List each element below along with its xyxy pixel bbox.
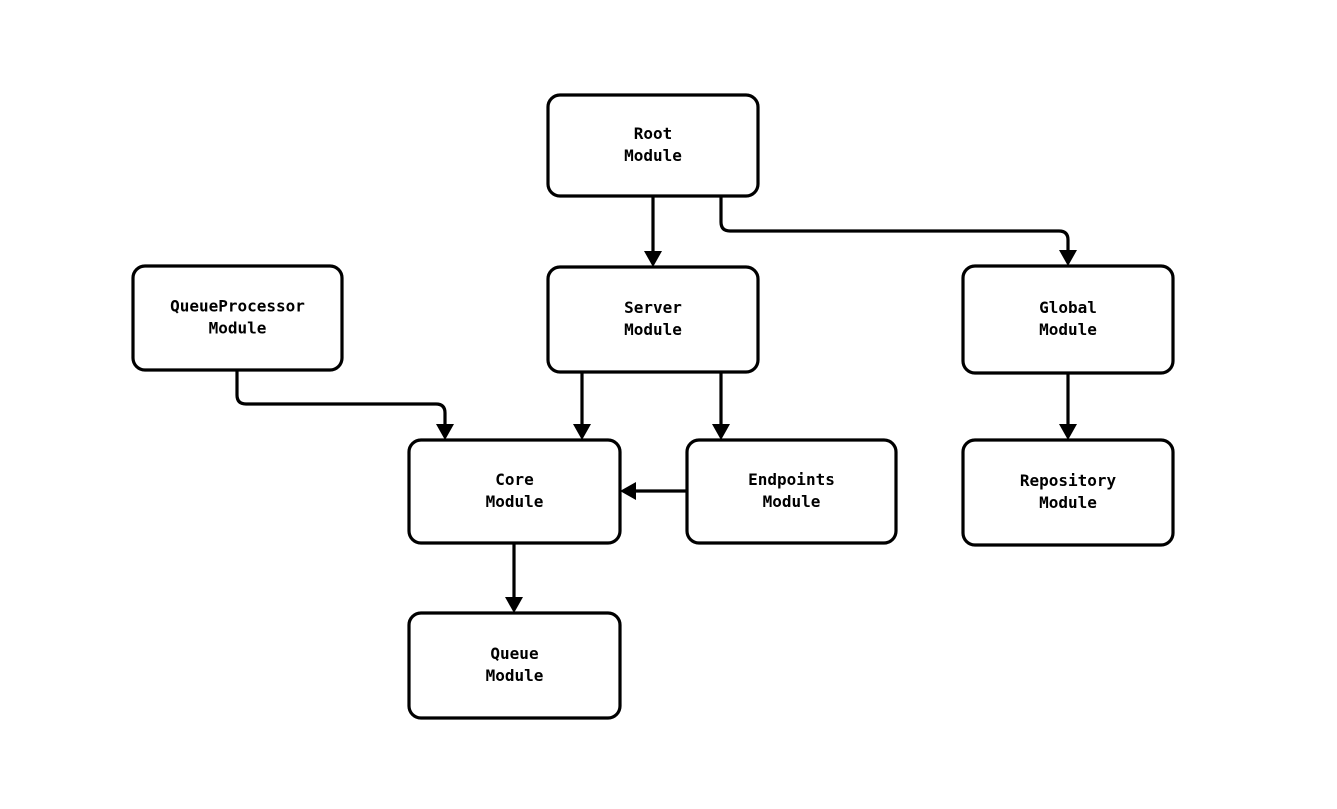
edge-global-to-repository-arrowhead-icon bbox=[1059, 424, 1077, 440]
edge-core-to-queue bbox=[505, 543, 523, 613]
queueprocessor-module-label-line2: Module bbox=[209, 319, 267, 338]
root-module-label-line1: Root bbox=[634, 124, 673, 143]
queue-module-label-line1: Queue bbox=[490, 644, 538, 663]
queueprocessor-module-label-line1: QueueProcessor bbox=[170, 297, 305, 316]
repository-module-box[interactable] bbox=[961, 438, 1175, 547]
core-module-box[interactable] bbox=[407, 438, 622, 545]
edge-root-to-server-arrowhead-icon bbox=[644, 251, 662, 267]
queue-module-label-line2: Module bbox=[486, 666, 544, 685]
endpoints-module-box[interactable] bbox=[685, 438, 898, 545]
server-module-box[interactable] bbox=[546, 265, 760, 374]
edge-global-to-repository bbox=[1059, 373, 1077, 440]
global-module-box[interactable] bbox=[961, 264, 1175, 375]
queueprocessor-module-box[interactable] bbox=[131, 264, 344, 372]
edge-root-to-global bbox=[719, 196, 1077, 266]
core-module-label-line1: Core bbox=[495, 470, 534, 489]
edge-server-to-endpoints bbox=[712, 372, 730, 440]
server-module-label-line2: Module bbox=[624, 320, 682, 339]
edge-root-to-global-arrowhead-icon bbox=[1059, 250, 1077, 266]
edge-queueprocessor-to-core-arrowhead-icon bbox=[436, 424, 454, 440]
endpoints-module-label-line1: Endpoints bbox=[748, 470, 835, 489]
root-module-box[interactable] bbox=[546, 93, 760, 198]
endpoints-module-label-line2: Module bbox=[763, 492, 821, 511]
root-module-label-line2: Module bbox=[624, 146, 682, 165]
edge-server-to-core-arrowhead-icon bbox=[573, 424, 591, 440]
global-module-label-line1: Global bbox=[1039, 298, 1097, 317]
edge-root-to-server bbox=[644, 196, 662, 267]
server-module-label-line1: Server bbox=[624, 298, 682, 317]
core-module-label-line2: Module bbox=[486, 492, 544, 511]
edge-layer bbox=[235, 196, 1077, 613]
edge-core-to-queue-arrowhead-icon bbox=[505, 597, 523, 613]
edge-root-to-global-line bbox=[719, 196, 1070, 250]
node-layer: RootModuleQueueProcessorModuleServerModu… bbox=[131, 93, 1175, 720]
edge-server-to-endpoints-arrowhead-icon bbox=[712, 424, 730, 440]
edge-endpoints-to-core-arrowhead-icon bbox=[620, 482, 636, 500]
queue-module-box[interactable] bbox=[407, 611, 622, 720]
edge-server-to-core bbox=[573, 372, 591, 440]
repository-module-label-line2: Module bbox=[1039, 493, 1097, 512]
edge-queueprocessor-to-core-line bbox=[235, 370, 447, 424]
global-module-label-line2: Module bbox=[1039, 320, 1097, 339]
edge-queueprocessor-to-core bbox=[235, 370, 454, 440]
repository-module-label-line1: Repository bbox=[1020, 471, 1117, 490]
edge-endpoints-to-core bbox=[620, 482, 687, 500]
